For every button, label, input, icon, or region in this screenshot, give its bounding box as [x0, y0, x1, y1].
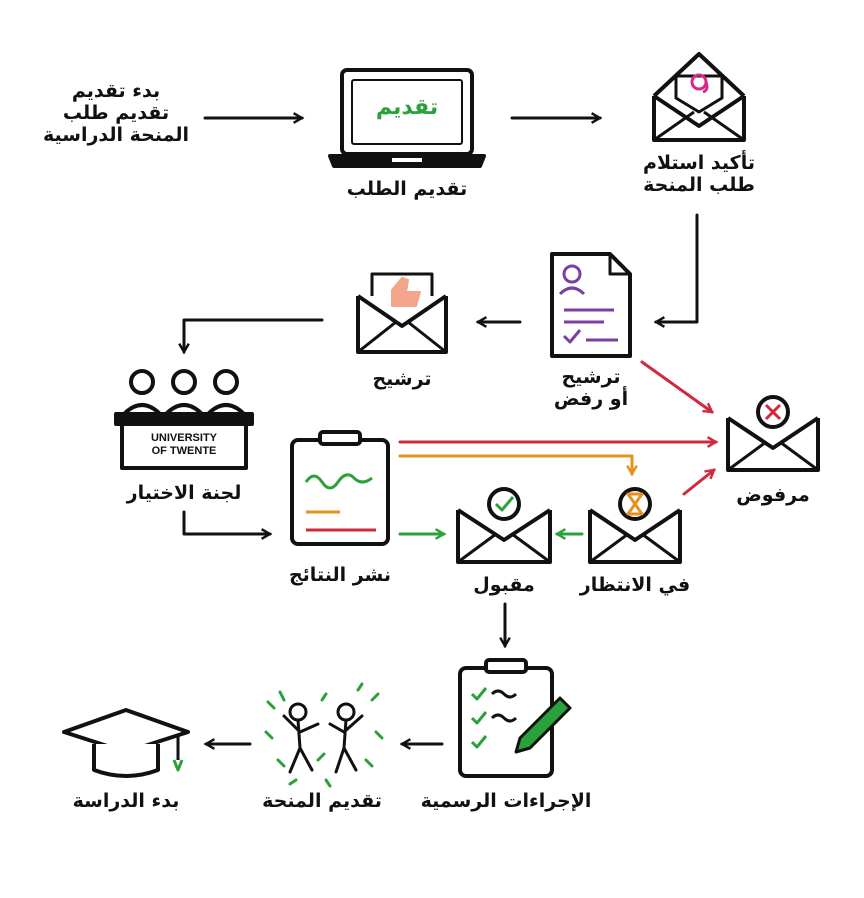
celebration-icon [264, 682, 384, 788]
label-committee: لجنة الاختيار [126, 482, 242, 504]
clipboard-checklist-icon [458, 658, 572, 778]
clipboard-results-icon [290, 430, 390, 546]
committee-icon [114, 369, 254, 470]
connectors [184, 118, 716, 744]
envelope-x-icon [726, 395, 820, 472]
arrow-waiting-to-rejected [682, 470, 714, 496]
graduation-cap-icon [62, 708, 190, 778]
arrow-confirm-to-shortlist [656, 213, 699, 322]
label-rejected: مرفوض [736, 484, 810, 506]
laptop-screen-text: تقديم [375, 95, 439, 120]
label-award: تقديم المنحة [262, 790, 382, 812]
cv-document-icon [550, 252, 632, 358]
laptop-icon [328, 68, 486, 168]
label-waiting: في الانتظار [579, 574, 691, 596]
envelope-thumbs-up-icon [356, 272, 448, 354]
label-accepted: مقبول [473, 574, 535, 596]
arrow-nominated-to-committee [184, 318, 324, 352]
label-submit: تقديم الطلب [346, 178, 468, 200]
arrow-committee-to-results [182, 510, 270, 534]
label-procedures: الإجراءات الرسمية [420, 790, 592, 812]
label-nominated: ترشيح [372, 368, 432, 390]
email-at-icon [652, 52, 746, 142]
envelope-hourglass-icon [588, 487, 682, 564]
label-study: بدء الدراسة [72, 790, 180, 812]
label-results: نشر النتائج [288, 564, 392, 586]
envelope-check-icon [456, 487, 552, 564]
arrow-shortlist-to-rejected [640, 360, 712, 414]
arrow-results-to-waiting [398, 454, 632, 474]
